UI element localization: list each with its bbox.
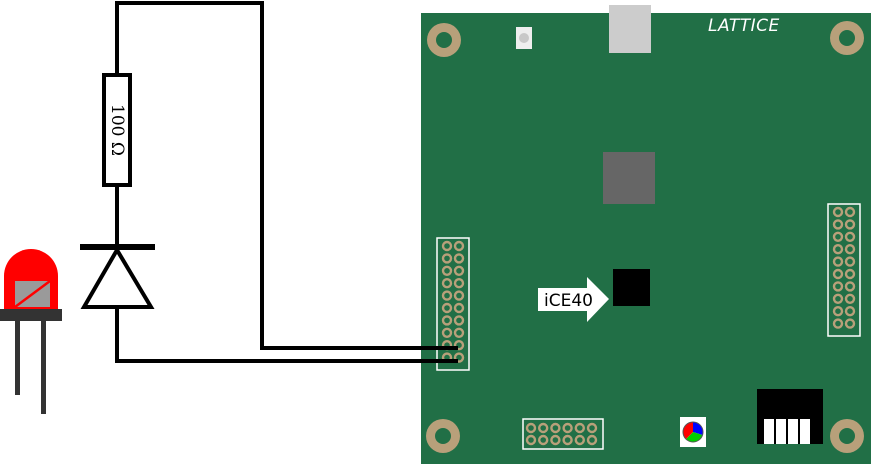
header-pin [574, 422, 585, 434]
mount-hole-bottom-left [426, 419, 460, 453]
flash-chip [603, 152, 655, 204]
header-pin [538, 434, 549, 446]
header-pin [453, 265, 465, 276]
chip-label: iCE40 [544, 291, 593, 311]
header-pin [586, 434, 598, 446]
mount-hole-top-left [427, 23, 461, 57]
header-pin [453, 327, 465, 338]
arrow-icon [538, 277, 609, 322]
resistor-symbol: 100 Ω [102, 73, 132, 187]
header-pin [453, 278, 465, 289]
header-pin [453, 302, 465, 314]
header-pin [525, 422, 537, 434]
wiring [115, 1, 458, 363]
header-pin [832, 268, 844, 280]
header-pin [441, 278, 453, 289]
pmod-connector-icon [757, 389, 823, 444]
header-pin [441, 302, 453, 314]
header-pin [844, 243, 856, 255]
header-pin [832, 281, 844, 292]
header-pin [441, 315, 453, 326]
mount-hole-top-right [830, 21, 864, 55]
header-pin [844, 318, 856, 329]
header-pin [562, 422, 573, 434]
header-pin [453, 240, 465, 252]
header-pin [844, 293, 856, 304]
header-pin [844, 256, 856, 267]
header-pin [453, 340, 465, 351]
header-pin [832, 306, 844, 317]
header-pin [844, 268, 856, 280]
header-pin [550, 422, 561, 434]
header-pin [550, 434, 561, 446]
header-pin [441, 265, 453, 276]
board-brand-text: LATTICE [708, 16, 780, 36]
header-pin [562, 434, 573, 446]
header-pin [453, 315, 465, 326]
pin-header-right [827, 203, 861, 337]
wire-resistor-top [115, 1, 458, 350]
board-pcb [421, 13, 871, 464]
header-pin [844, 206, 856, 218]
wire-diode-bottom [115, 305, 458, 363]
header-pin [538, 422, 549, 434]
status-led-component [516, 27, 532, 49]
rgb-led-icon [680, 417, 706, 447]
pin-header-left [436, 237, 470, 371]
header-pin [453, 253, 465, 264]
header-pin [844, 306, 856, 317]
header-pin [441, 327, 453, 338]
pin-header-bottom [522, 418, 604, 450]
header-pin [832, 243, 844, 255]
header-pin [441, 240, 453, 252]
header-pin [574, 434, 585, 446]
header-pin [586, 422, 598, 434]
header-pin [832, 293, 844, 304]
header-pin [844, 231, 856, 243]
led-icon [0, 249, 62, 414]
mount-hole-bottom-right [830, 419, 864, 453]
header-pin [832, 219, 844, 230]
header-pin [441, 253, 453, 264]
lattice-ice40-board: LATTICE iCE40 [421, 5, 871, 464]
diode-symbol [80, 244, 155, 309]
header-pin [832, 231, 844, 243]
header-pin [441, 290, 453, 301]
header-pin [453, 352, 465, 363]
header-pin [525, 434, 537, 446]
resistor-label: 100 Ω [107, 104, 127, 156]
header-pin [832, 206, 844, 218]
header-pin [832, 318, 844, 329]
header-pin [844, 219, 856, 230]
usb-connector [609, 5, 651, 53]
header-pin [832, 256, 844, 267]
header-pin [453, 290, 465, 301]
ice40-chip [613, 269, 650, 306]
header-pin [844, 281, 856, 292]
